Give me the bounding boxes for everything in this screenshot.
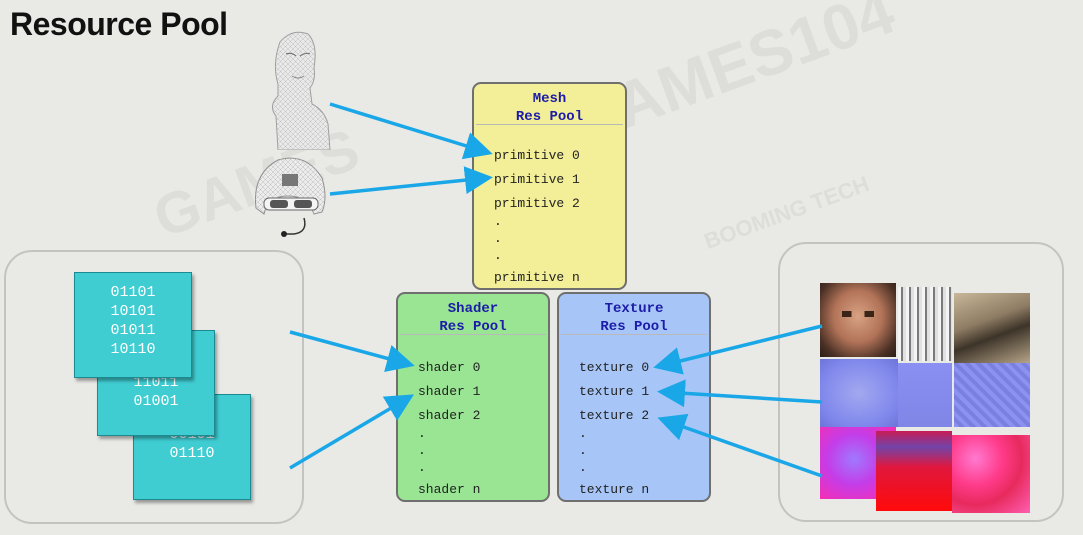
gear-normal-texture-1 xyxy=(898,363,952,427)
gear-normal-texture-2 xyxy=(954,363,1030,427)
shader-pool-divider xyxy=(400,334,546,335)
face-diffuse-texture xyxy=(820,283,896,357)
mesh-pool-divider xyxy=(476,124,623,125)
face-normal-texture xyxy=(820,359,898,427)
page-title: Resource Pool xyxy=(10,6,228,42)
binary-line: 10101 xyxy=(110,303,156,320)
texture-pool-item: texture 1 xyxy=(579,384,650,399)
texture-pool-header: Texture Res Pool xyxy=(559,294,709,335)
shader-file-icon: 01101 10101 01011 10110 xyxy=(74,272,192,378)
texture-pool-item: texture 2 xyxy=(579,408,650,423)
texture-pool-ellipsis: . xyxy=(579,426,587,441)
texture-pool-divider xyxy=(561,334,707,335)
arrow-head-to-primitive-0 xyxy=(329,102,493,160)
mesh-pool-item: primitive 1 xyxy=(494,172,580,187)
mesh-pool-ellipsis: . xyxy=(494,214,502,229)
arrow-texture-to-texture-2 xyxy=(657,413,823,478)
binary-line: 10110 xyxy=(110,341,156,358)
shader-res-pool: Shader Res Pool shader 0 shader 1 shader… xyxy=(396,292,550,502)
shader-pool-ellipsis: . xyxy=(418,426,426,441)
arrow-file-to-shader-1 xyxy=(289,394,415,470)
mesh-res-pool: Mesh Res Pool primitive 0 primitive 1 pr… xyxy=(472,82,627,290)
texture-pool-ellipsis: . xyxy=(579,443,587,458)
mesh-pool-item: primitive n xyxy=(494,270,580,285)
texture-pool-item: texture 0 xyxy=(579,360,650,375)
mesh-pool-item: primitive 0 xyxy=(494,148,580,163)
binary-line: 11011 xyxy=(133,374,179,391)
textures-group xyxy=(778,242,1064,522)
texture-pool-header-line1: Texture xyxy=(604,301,664,317)
texture-pool-ellipsis: . xyxy=(579,460,587,475)
helmet-mesh-icon xyxy=(254,157,326,237)
shader-pool-header-line1: Shader xyxy=(447,301,499,317)
shader-pool-header-line2: Res Pool xyxy=(439,319,507,335)
shader-files-group xyxy=(4,250,304,524)
shader-pool-item: shader 1 xyxy=(418,384,481,399)
binary-line: 01110 xyxy=(169,445,215,462)
texture-pool-item: texture n xyxy=(579,482,650,497)
arrow-helmet-to-primitive-1 xyxy=(329,166,493,196)
mesh-pool-header-line2: Res Pool xyxy=(515,109,584,125)
shader-pool-item: shader 0 xyxy=(418,360,481,375)
face-eyes-mark xyxy=(842,311,874,317)
mesh-pool-item: primitive 2 xyxy=(494,196,580,211)
shader-pool-item: shader n xyxy=(418,482,481,497)
mesh-pool-ellipsis: . xyxy=(494,248,502,263)
gear-spec-texture-2 xyxy=(952,435,1030,513)
arrow-texture-to-texture-0 xyxy=(653,324,823,375)
gear-spec-texture-1 xyxy=(876,431,952,511)
arrow-file-to-shader-0 xyxy=(289,330,415,373)
texture-map-icon xyxy=(820,283,1030,513)
binary-line: 01101 xyxy=(110,284,156,301)
texture-pool-header-line2: Res Pool xyxy=(600,319,668,335)
shader-pool-ellipsis: . xyxy=(418,443,426,458)
shader-pool-item: shader 2 xyxy=(418,408,481,423)
human-head-mesh-icon xyxy=(272,31,331,150)
binary-line: 01001 xyxy=(133,393,179,410)
mesh-pool-ellipsis: . xyxy=(494,231,502,246)
mesh-pool-header-line1: Mesh xyxy=(532,91,567,107)
gear-mask-texture xyxy=(898,287,952,361)
shader-pool-ellipsis: . xyxy=(418,460,426,475)
gear-diffuse-texture xyxy=(954,293,1030,363)
binary-line: 01011 xyxy=(110,322,156,339)
shader-pool-header: Shader Res Pool xyxy=(398,294,548,335)
arrow-texture-to-texture-1 xyxy=(657,379,823,408)
mesh-pool-header: Mesh Res Pool xyxy=(474,84,625,125)
